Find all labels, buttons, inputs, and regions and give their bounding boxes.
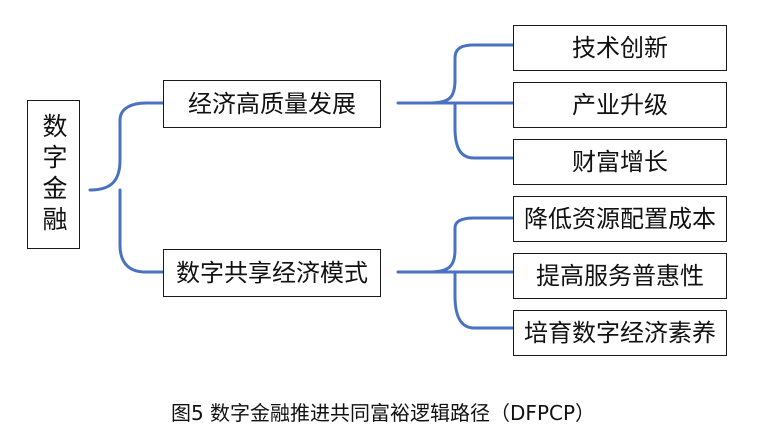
connector-branch1-to-leaves xyxy=(396,43,515,160)
connector-branch2-to-leaves xyxy=(396,216,515,330)
leaf-node-label: 财富增长 xyxy=(572,148,668,176)
leaf-node-industrial-upgrade: 产业升级 xyxy=(513,82,727,128)
leaf-node-cultivate-digital-literacy: 培育数字经济素养 xyxy=(513,310,727,356)
leaf-node-improve-inclusiveness: 提高服务普惠性 xyxy=(513,253,727,299)
leaf-node-label: 提高服务普惠性 xyxy=(536,262,704,290)
figure-caption: 图5 数字金融推进共同富裕逻辑路径（DFPCP） xyxy=(170,401,596,425)
connector-root-to-branches xyxy=(88,101,165,274)
root-node-label: 数字金融 xyxy=(39,112,68,237)
root-node-digital-finance: 数字金融 xyxy=(27,100,80,249)
leaf-node-lower-allocation-cost: 降低资源配置成本 xyxy=(513,196,727,242)
leaf-node-wealth-growth: 财富增长 xyxy=(513,139,727,185)
branch-node-digital-sharing-economy: 数字共享经济模式 xyxy=(163,249,381,297)
leaf-node-label: 培育数字经济素养 xyxy=(524,319,716,347)
leaf-node-tech-innovation: 技术创新 xyxy=(513,25,727,71)
branch-node-label: 数字共享经济模式 xyxy=(176,259,368,287)
branch-node-high-quality-development: 经济高质量发展 xyxy=(163,80,381,128)
leaf-node-label: 技术创新 xyxy=(572,34,668,62)
leaf-node-label: 产业升级 xyxy=(572,91,668,119)
leaf-node-label: 降低资源配置成本 xyxy=(524,205,716,233)
branch-node-label: 经济高质量发展 xyxy=(188,90,356,118)
